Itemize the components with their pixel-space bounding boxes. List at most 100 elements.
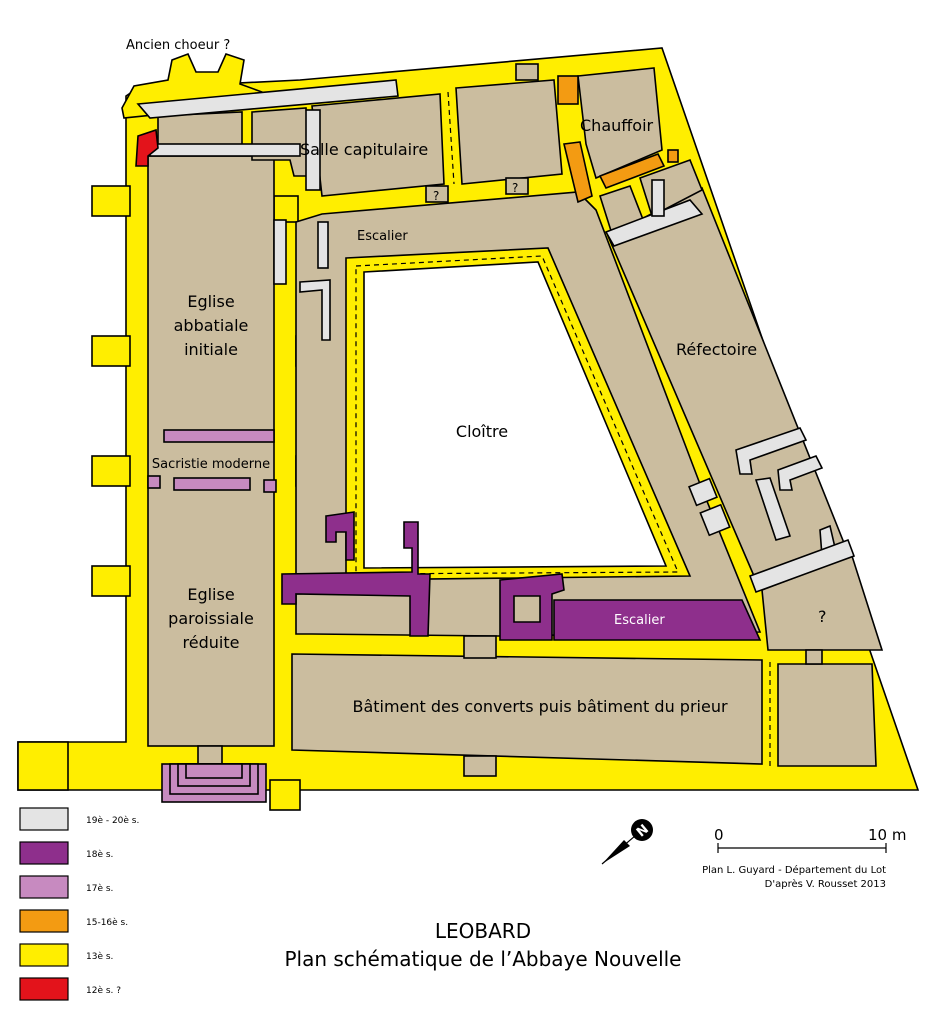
label-eglise-initiale-2: abbatiale <box>174 316 249 335</box>
purple-escalier <box>553 599 762 641</box>
grey-north-post <box>305 109 321 191</box>
elements-19-20th-century <box>136 79 856 594</box>
label-eglise-paroissiale-3: réduite <box>183 633 240 652</box>
buttress-west-4 <box>91 565 131 597</box>
purple-west-gallery <box>281 521 431 637</box>
threshold-3 <box>197 745 223 765</box>
buttress-south-1 <box>269 779 301 811</box>
label-ancien-choeur: Ancien choeur ? <box>126 38 230 53</box>
legend-swatch <box>19 875 69 899</box>
room-chauffoir <box>577 67 663 180</box>
threshold-6 <box>505 177 529 195</box>
dashed-lines <box>447 91 771 766</box>
cloister-dashed-line <box>355 255 679 575</box>
grey-west-gallery-2 <box>299 279 331 341</box>
room-north-3 <box>455 79 563 185</box>
scale-bar: 0 10 m Plan L. Guyard - Département du L… <box>702 826 906 890</box>
orange-north <box>557 75 579 105</box>
label-eglise-paroissiale-2: paroissiale <box>168 609 254 628</box>
scale-start-label: 0 <box>714 826 724 844</box>
scale-end-label: 10 m <box>868 826 906 844</box>
elements-15-16th-century <box>557 75 679 204</box>
grey-west-gallery-1 <box>317 221 329 269</box>
cloister <box>345 247 692 581</box>
grey-refectoire-3 <box>754 477 792 541</box>
legend-swatch <box>19 807 69 831</box>
north-arrow-head <box>602 840 630 864</box>
legend: 19è - 20è s.18è s.17è s.15-16è s.13è s.1… <box>19 807 139 1001</box>
credit-line-2: D'après V. Rousset 2013 <box>765 878 886 890</box>
grey-church-east-1 <box>273 219 287 285</box>
room-batiment-east <box>777 663 877 767</box>
purple-escalier-stub <box>499 573 565 641</box>
legend-swatch <box>19 977 69 1001</box>
sacristie-bar-mid <box>173 477 251 491</box>
label-salle-capitulaire: Salle capitulaire <box>300 140 428 159</box>
elements-12th-century <box>135 128 159 167</box>
grey-refectoire-5 <box>748 538 856 594</box>
grey-north-strip <box>149 143 301 157</box>
legend-swatch <box>19 943 69 967</box>
orange-chauffoir-south <box>598 152 666 190</box>
label-question-1: ? <box>433 189 439 203</box>
label-cloitre: Cloître <box>456 422 508 441</box>
legend-label: 12è s. ? <box>86 985 121 996</box>
label-sacristie: Sacristie moderne <box>152 457 270 472</box>
threshold-4 <box>805 649 823 665</box>
orange-small <box>667 149 679 163</box>
elements-18th-century <box>281 511 762 641</box>
label-question-2: ? <box>512 181 518 195</box>
legend-swatch <box>19 841 69 865</box>
grey-refectoire-2 <box>777 455 824 491</box>
sacristie-bar-right <box>263 479 277 493</box>
legend-label: 15-16è s. <box>86 917 128 928</box>
credit-line-1: Plan L. Guyard - Département du Lot <box>702 864 886 876</box>
cloister-garth <box>363 261 668 569</box>
labels: Ancien choeur ? Salle capitulaire Chauff… <box>126 38 827 716</box>
purple-pillar-west <box>325 511 355 561</box>
buttress-west-2 <box>91 335 131 367</box>
label-chauffoir: Chauffoir <box>580 116 654 135</box>
title-line-1: LEOBARD <box>435 919 531 943</box>
north-arrow-circle <box>631 819 653 841</box>
label-escalier-south: Escalier <box>614 613 665 628</box>
grey-gallery-east-1 <box>688 477 718 507</box>
buttress-south-2 <box>17 741 69 791</box>
elements-17th-century <box>147 429 277 803</box>
buttress-east-1 <box>273 195 299 223</box>
red-apse-remnant <box>135 128 159 167</box>
buttress-west-3 <box>91 455 131 487</box>
stairs-step-4 <box>185 763 243 779</box>
sacristie-bar-left <box>147 475 161 489</box>
grey-refectoire-1 <box>735 427 808 475</box>
title-line-2: Plan schématique de l’Abbaye Nouvelle <box>284 947 681 971</box>
legend-label: 18è s. <box>86 849 113 860</box>
threshold-2 <box>463 755 497 777</box>
sacristie-bar-top <box>163 429 275 443</box>
legend-swatch <box>19 909 69 933</box>
grey-east-stub <box>651 179 665 217</box>
label-eglise-initiale-3: initiale <box>184 340 238 359</box>
title-block: LEOBARD Plan schématique de l’Abbaye Nou… <box>284 919 681 971</box>
label-eglise-initiale-1: Eglise <box>187 292 234 311</box>
room-north-west <box>157 111 243 149</box>
room-eglise <box>147 155 275 747</box>
threshold-1 <box>463 635 497 659</box>
grey-gallery-east-2 <box>699 503 731 537</box>
room-gap-top <box>515 63 539 81</box>
label-escalier-north: Escalier <box>357 229 408 244</box>
label-question-3: ? <box>818 607 827 626</box>
buttress-west-1 <box>91 185 131 217</box>
room-north-2 <box>251 107 313 177</box>
room-batiment-converts <box>291 653 763 765</box>
legend-label: 13è s. <box>86 951 113 962</box>
label-eglise-paroissiale-1: Eglise <box>187 585 234 604</box>
grey-north-corridor <box>136 79 399 119</box>
dash-1 <box>447 91 455 185</box>
north-arrow: N <box>601 819 653 865</box>
legend-label: 17è s. <box>86 883 113 894</box>
threshold-5 <box>425 185 449 203</box>
orange-chauffoir-west <box>563 141 593 204</box>
